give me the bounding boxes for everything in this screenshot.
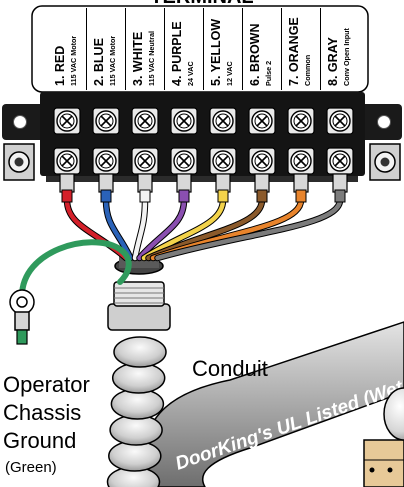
crimp-lug (59, 173, 75, 193)
wire-5 (141, 197, 226, 261)
terminal-function: Conv Open Input (342, 28, 351, 86)
terminal-name: 3. WHITE (131, 32, 145, 86)
terminal-function: 115 VAC Motor (69, 36, 78, 86)
wire-8 (155, 197, 343, 261)
crimp-lug (98, 173, 114, 193)
crimp-lug (293, 173, 309, 193)
terminal-name: 2. BLUE (92, 38, 106, 86)
crimp-lug (176, 173, 192, 193)
terminal-name: 6. BROWN (248, 24, 262, 87)
crimp-lug (254, 173, 270, 193)
terminal-name: 5. YELLOW (209, 19, 223, 86)
conduit-fitting (107, 303, 171, 331)
terminal-4 (170, 107, 198, 203)
flex-conduit (106, 256, 171, 487)
terminal-name: 4. PURPLE (170, 21, 184, 86)
terminal-function: 12 VAC (225, 61, 234, 86)
terminal-name: 8. GRAY (326, 36, 340, 86)
terminal-1 (53, 107, 81, 203)
terminal-function: 24 VAC (186, 61, 195, 86)
terminal-name: 7. ORANGE (287, 17, 301, 86)
terminal-5 (209, 107, 237, 203)
chassis-label-line2: Chassis (3, 400, 81, 425)
chassis-label-line3: Ground (3, 428, 76, 453)
terminal-screws (53, 107, 354, 203)
wire-2 (103, 197, 133, 261)
crimp-lug (137, 173, 153, 193)
conduit-coil (113, 336, 167, 368)
terminal-function: Pulse 2 (264, 61, 273, 86)
chassis-label-note: (Green) (5, 459, 57, 476)
header-title: TERMINAL (150, 0, 253, 8)
crimp-lug (332, 173, 348, 193)
terminal-8 (326, 107, 354, 203)
terminal-function: 115 VAC Neutral (147, 31, 156, 86)
conduit-label: Conduit (192, 356, 268, 381)
crimp-lug (215, 173, 231, 193)
wire-3 (132, 197, 148, 261)
mount-hole-right (377, 115, 391, 129)
terminal-2 (92, 107, 120, 203)
gate-operator-part (363, 387, 404, 487)
terminal-6 (248, 107, 276, 203)
mount-nut-right (369, 143, 401, 181)
wire-4 (137, 197, 187, 261)
terminal-name: 1. RED (53, 46, 67, 86)
wire-bundle (63, 196, 344, 262)
mount-hole-left (13, 115, 27, 129)
chassis-label-line1: Operator (3, 372, 90, 397)
terminal-label-card (31, 5, 369, 93)
terminal-7 (287, 107, 315, 203)
terminal-function: 115 VAC Motor (108, 36, 117, 86)
conduit-nut (113, 281, 165, 307)
terminal-3 (131, 107, 159, 203)
terminal-function: Common (303, 55, 312, 86)
mount-nut-left (3, 143, 35, 181)
chassis-ground-lug (9, 239, 132, 345)
ground-ring (9, 289, 35, 315)
